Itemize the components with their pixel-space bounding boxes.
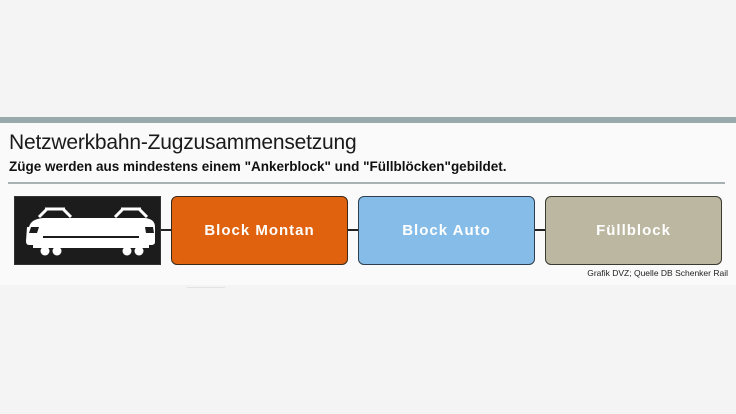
locomotive-box <box>14 196 161 265</box>
faint-divider <box>187 287 225 288</box>
locomotive-icon <box>26 207 155 256</box>
block-montan: Block Montan <box>171 196 348 265</box>
divider-rule <box>8 182 725 184</box>
graphic-title: Netzwerkbahn-Zugzusammensetzung <box>9 131 357 154</box>
source-credit: Grafik DVZ; Quelle DB Schenker Rail <box>587 268 728 278</box>
graphic-subtitle: Züge werden aus mindestens einem "Ankerb… <box>9 159 507 174</box>
block-auto: Block Auto <box>358 196 535 265</box>
top-accent-bar <box>0 117 736 123</box>
train-coupling-line <box>160 229 546 231</box>
block-fuellblock: Füllblock <box>545 196 722 265</box>
